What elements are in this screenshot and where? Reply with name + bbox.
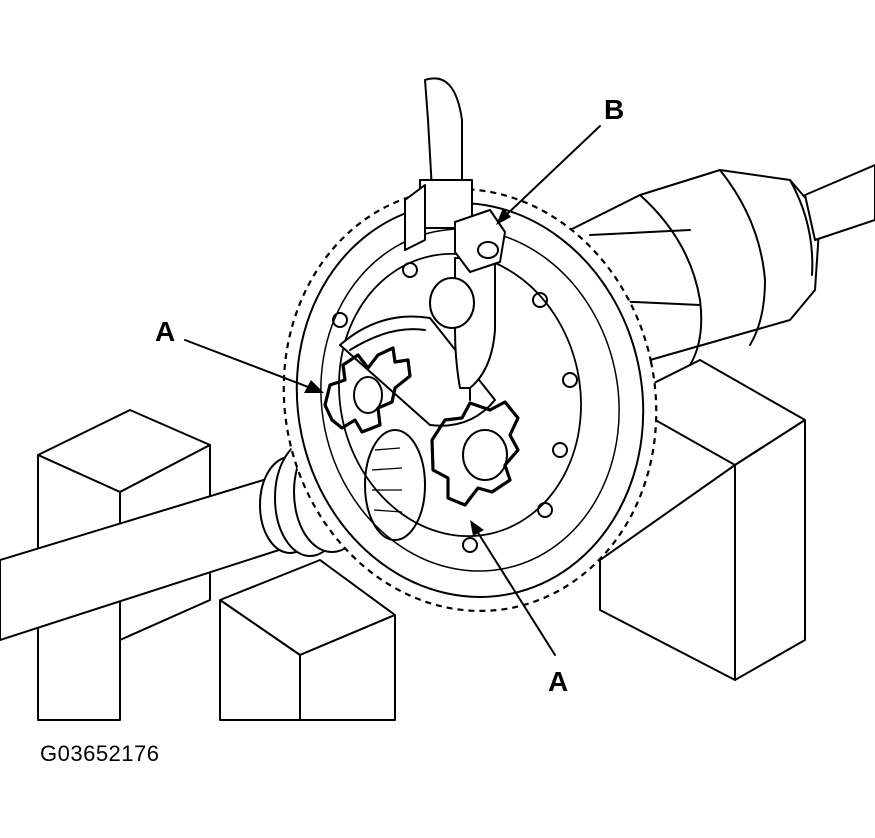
indicator-holder-b — [454, 209, 506, 273]
differential-case-window — [339, 315, 496, 427]
front-block — [219, 559, 396, 721]
figure-id: G03652176 — [40, 741, 160, 766]
side-gear-a-bottom — [430, 400, 520, 507]
callout-arrows — [184, 125, 601, 656]
right-v-block — [599, 359, 806, 681]
callout-label-a-bottom: A — [548, 666, 569, 697]
callout-label-b: B — [604, 94, 625, 125]
inner-spline — [364, 429, 426, 541]
dial-indicator — [404, 77, 496, 401]
callout-label-a-left: A — [155, 316, 176, 347]
pinion-gear-a-left — [323, 346, 412, 434]
